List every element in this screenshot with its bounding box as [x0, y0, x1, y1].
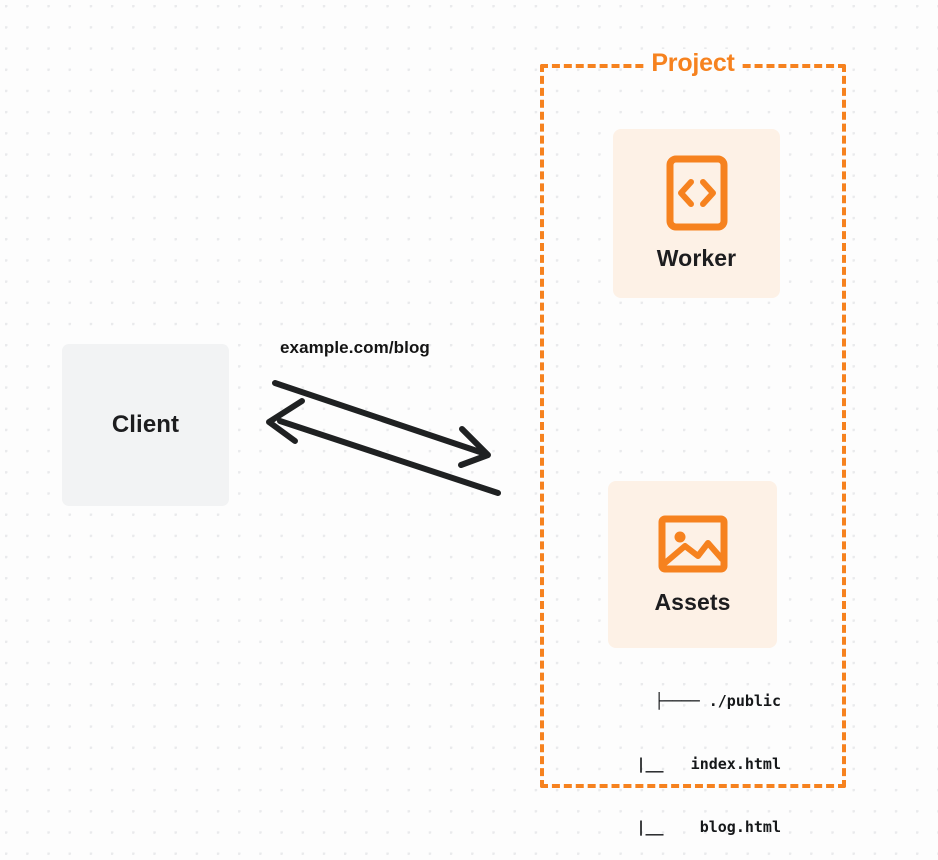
- connection-arrows: [266, 380, 501, 496]
- worker-label: Worker: [656, 245, 737, 271]
- code-brackets-icon: [666, 155, 728, 231]
- file-tree-line: |__ blog.html: [600, 818, 781, 836]
- project-title: Project: [644, 49, 742, 78]
- response-arrow: [266, 398, 501, 496]
- file-tree-line: |__ index.html: [600, 755, 781, 773]
- image-picture-icon: [658, 513, 728, 575]
- assets-file-tree: ├──── ./public |__ index.html |__ blog.h…: [580, 649, 781, 860]
- file-tree-line: ├──── ./public: [654, 692, 781, 710]
- client-node[interactable]: Client: [62, 344, 229, 506]
- request-url-label: example.com/blog: [280, 338, 430, 357]
- assets-label: Assets: [654, 589, 731, 615]
- request-arrow: [272, 380, 491, 468]
- client-label: Client: [111, 411, 180, 438]
- worker-node[interactable]: Worker: [613, 129, 780, 298]
- project-group: Project Worker Assets: [540, 49, 846, 836]
- assets-node[interactable]: Assets: [608, 481, 777, 648]
